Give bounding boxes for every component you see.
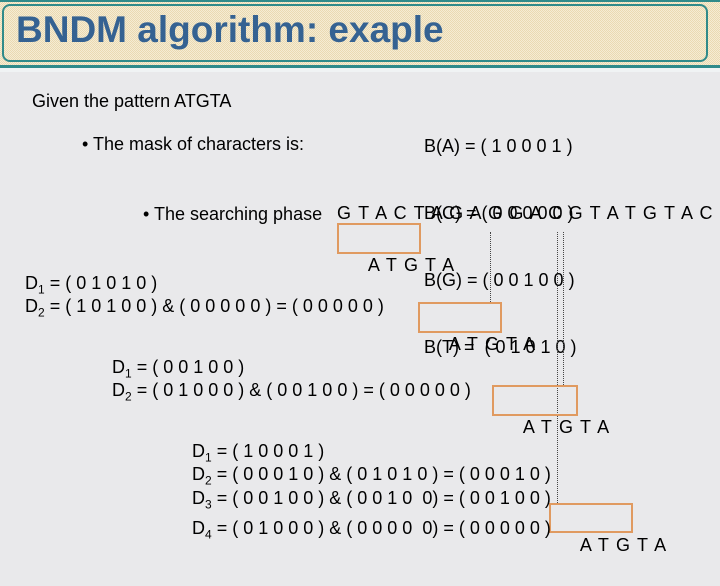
d-subscript: 3 (205, 497, 212, 512)
d-subscript: 2 (205, 473, 212, 488)
step3-d1-equation: D1 = ( 1 0 0 0 1 ) (172, 420, 324, 483)
d-label: D (25, 273, 39, 293)
mask-line-a: B(A) = ( 1 0 0 0 1 ) (424, 136, 573, 156)
pattern-text-2: A T G T A (448, 334, 537, 354)
step1-d2-equation: D2 = ( 1 0 1 0 0 ) & ( 0 0 0 0 0 ) = ( 0… (5, 275, 384, 338)
d-label: D (192, 464, 206, 484)
slide: BNDM algorithm: exaple Given the pattern… (0, 0, 720, 555)
d-subscript: 2 (38, 305, 45, 320)
step3-d2-equation: D2 = ( 0 0 0 1 0 ) & ( 0 1 0 1 0 ) = ( 0… (172, 443, 551, 506)
step2-d2-equation: D2 = ( 0 1 0 0 0 ) & ( 0 0 1 0 0 ) = ( 0… (92, 359, 471, 422)
d-expression: = ( 0 1 0 1 0 ) (44, 273, 158, 293)
d-subscript: 1 (38, 282, 45, 297)
pattern-window-box-1: A T G T A (337, 223, 454, 275)
banner-underline (0, 68, 720, 72)
mask-line-t: B(T) = ( 0 1 0 1 0 ) (424, 337, 577, 357)
d-label: D (192, 488, 206, 508)
d-subscript: 1 (205, 450, 212, 465)
pattern-window-box-2: A T G T A (418, 302, 535, 354)
d-expression: = ( 0 1 0 0 0 ) & ( 0 0 0 0 0) = ( 0 0 0… (211, 518, 551, 538)
step3-d3-equation: D3 = ( 0 0 1 0 0 ) & ( 0 0 1 0 0) = ( 0 … (172, 467, 551, 530)
d-label: D (112, 357, 126, 377)
pattern-text-4: A T G T A (579, 535, 668, 555)
step3-d4-equation: D4 = ( 0 1 0 0 0 ) & ( 0 0 0 0 0) = ( 0 … (172, 497, 551, 560)
mask-line-g: B(G) = ( 0 0 1 0 0 ) (424, 270, 575, 290)
d-expression: = ( 0 1 0 0 0 ) & ( 0 0 1 0 0 ) = ( 0 0 … (131, 380, 471, 400)
d-expression: = ( 1 0 1 0 0 ) & ( 0 0 0 0 0 ) = ( 0 0 … (44, 296, 384, 316)
title-banner: BNDM algorithm: exaple (0, 0, 720, 68)
mask-bullet-text: • The mask of characters is: (82, 134, 305, 154)
mask-table: B(A) = ( 1 0 0 0 1 ) B(C) = ( 0 0 0 0 0 … (424, 92, 577, 402)
pattern-window-box-4: A T G T A (549, 503, 666, 555)
d-label: D (192, 441, 206, 461)
d-expression: = ( 1 0 0 0 1 ) (211, 441, 325, 461)
page-title: BNDM algorithm: exaple (16, 9, 444, 50)
d-label: D (112, 380, 126, 400)
d-subscript: 2 (125, 389, 132, 404)
d-expression: = ( 0 0 1 0 0 ) & ( 0 0 1 0 0) = ( 0 0 1… (211, 488, 551, 508)
search-text-sequence: G T A C T A G A G G A C G T A T G T A C (337, 203, 714, 223)
d-expression: = ( 0 0 1 0 0 ) (131, 357, 245, 377)
d-expression: = ( 0 0 0 1 0 ) & ( 0 1 0 1 0 ) = ( 0 0 … (211, 464, 551, 484)
mask-line-c: B(C) = ( 0 0 0 0 0 ) (424, 203, 574, 223)
pattern-text-1: A T G T A (367, 255, 456, 275)
d-subscript: 1 (125, 366, 132, 381)
d-label: D (192, 518, 206, 538)
searching-phase-bullet: • The searching phase (143, 204, 323, 224)
alignment-dotted-line-2 (563, 232, 564, 385)
step1-d1-equation: D1 = ( 0 1 0 1 0 ) (5, 252, 157, 315)
alignment-dotted-line-3 (557, 232, 558, 503)
given-pattern-text: Given the pattern ATGTA (32, 91, 232, 111)
d-subscript: 4 (205, 527, 212, 542)
d-label: D (25, 296, 39, 316)
alignment-dotted-line-1 (490, 232, 491, 302)
pattern-text-3: A T G T A (522, 417, 611, 437)
title-box: BNDM algorithm: exaple (2, 4, 708, 62)
step2-d1-equation: D1 = ( 0 0 1 0 0 ) (92, 336, 244, 399)
pattern-window-box-3: A T G T A (492, 385, 609, 437)
